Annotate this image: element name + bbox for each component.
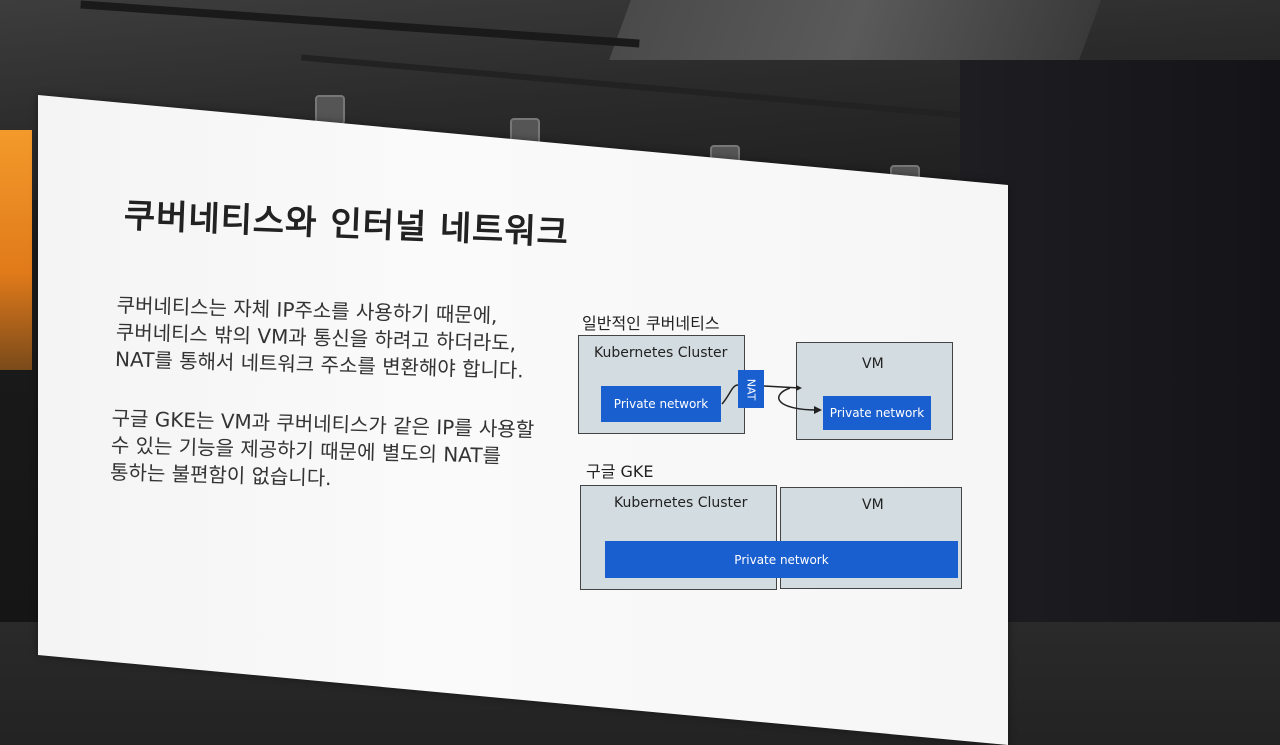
nat-gateway: NAT [738,370,764,408]
gke-shared-network: Private network [605,541,958,578]
diagram-gke-heading: 구글 GKE [586,462,654,481]
nat-flow-arrows [721,384,822,414]
general-cluster-network: Private network [601,386,721,422]
general-cluster-label: Kubernetes Cluster [594,345,728,361]
gke-vm-label: VM [862,497,884,513]
diagram-general-heading: 일반적인 쿠버네티스 [582,314,720,333]
dark-wall [960,60,1280,622]
ceiling-spotlight [315,95,345,125]
side-light [0,130,32,370]
general-vm-network: Private network [823,396,931,430]
gke-cluster-label: Kubernetes Cluster [614,495,748,511]
general-vm-label: VM [862,356,884,372]
